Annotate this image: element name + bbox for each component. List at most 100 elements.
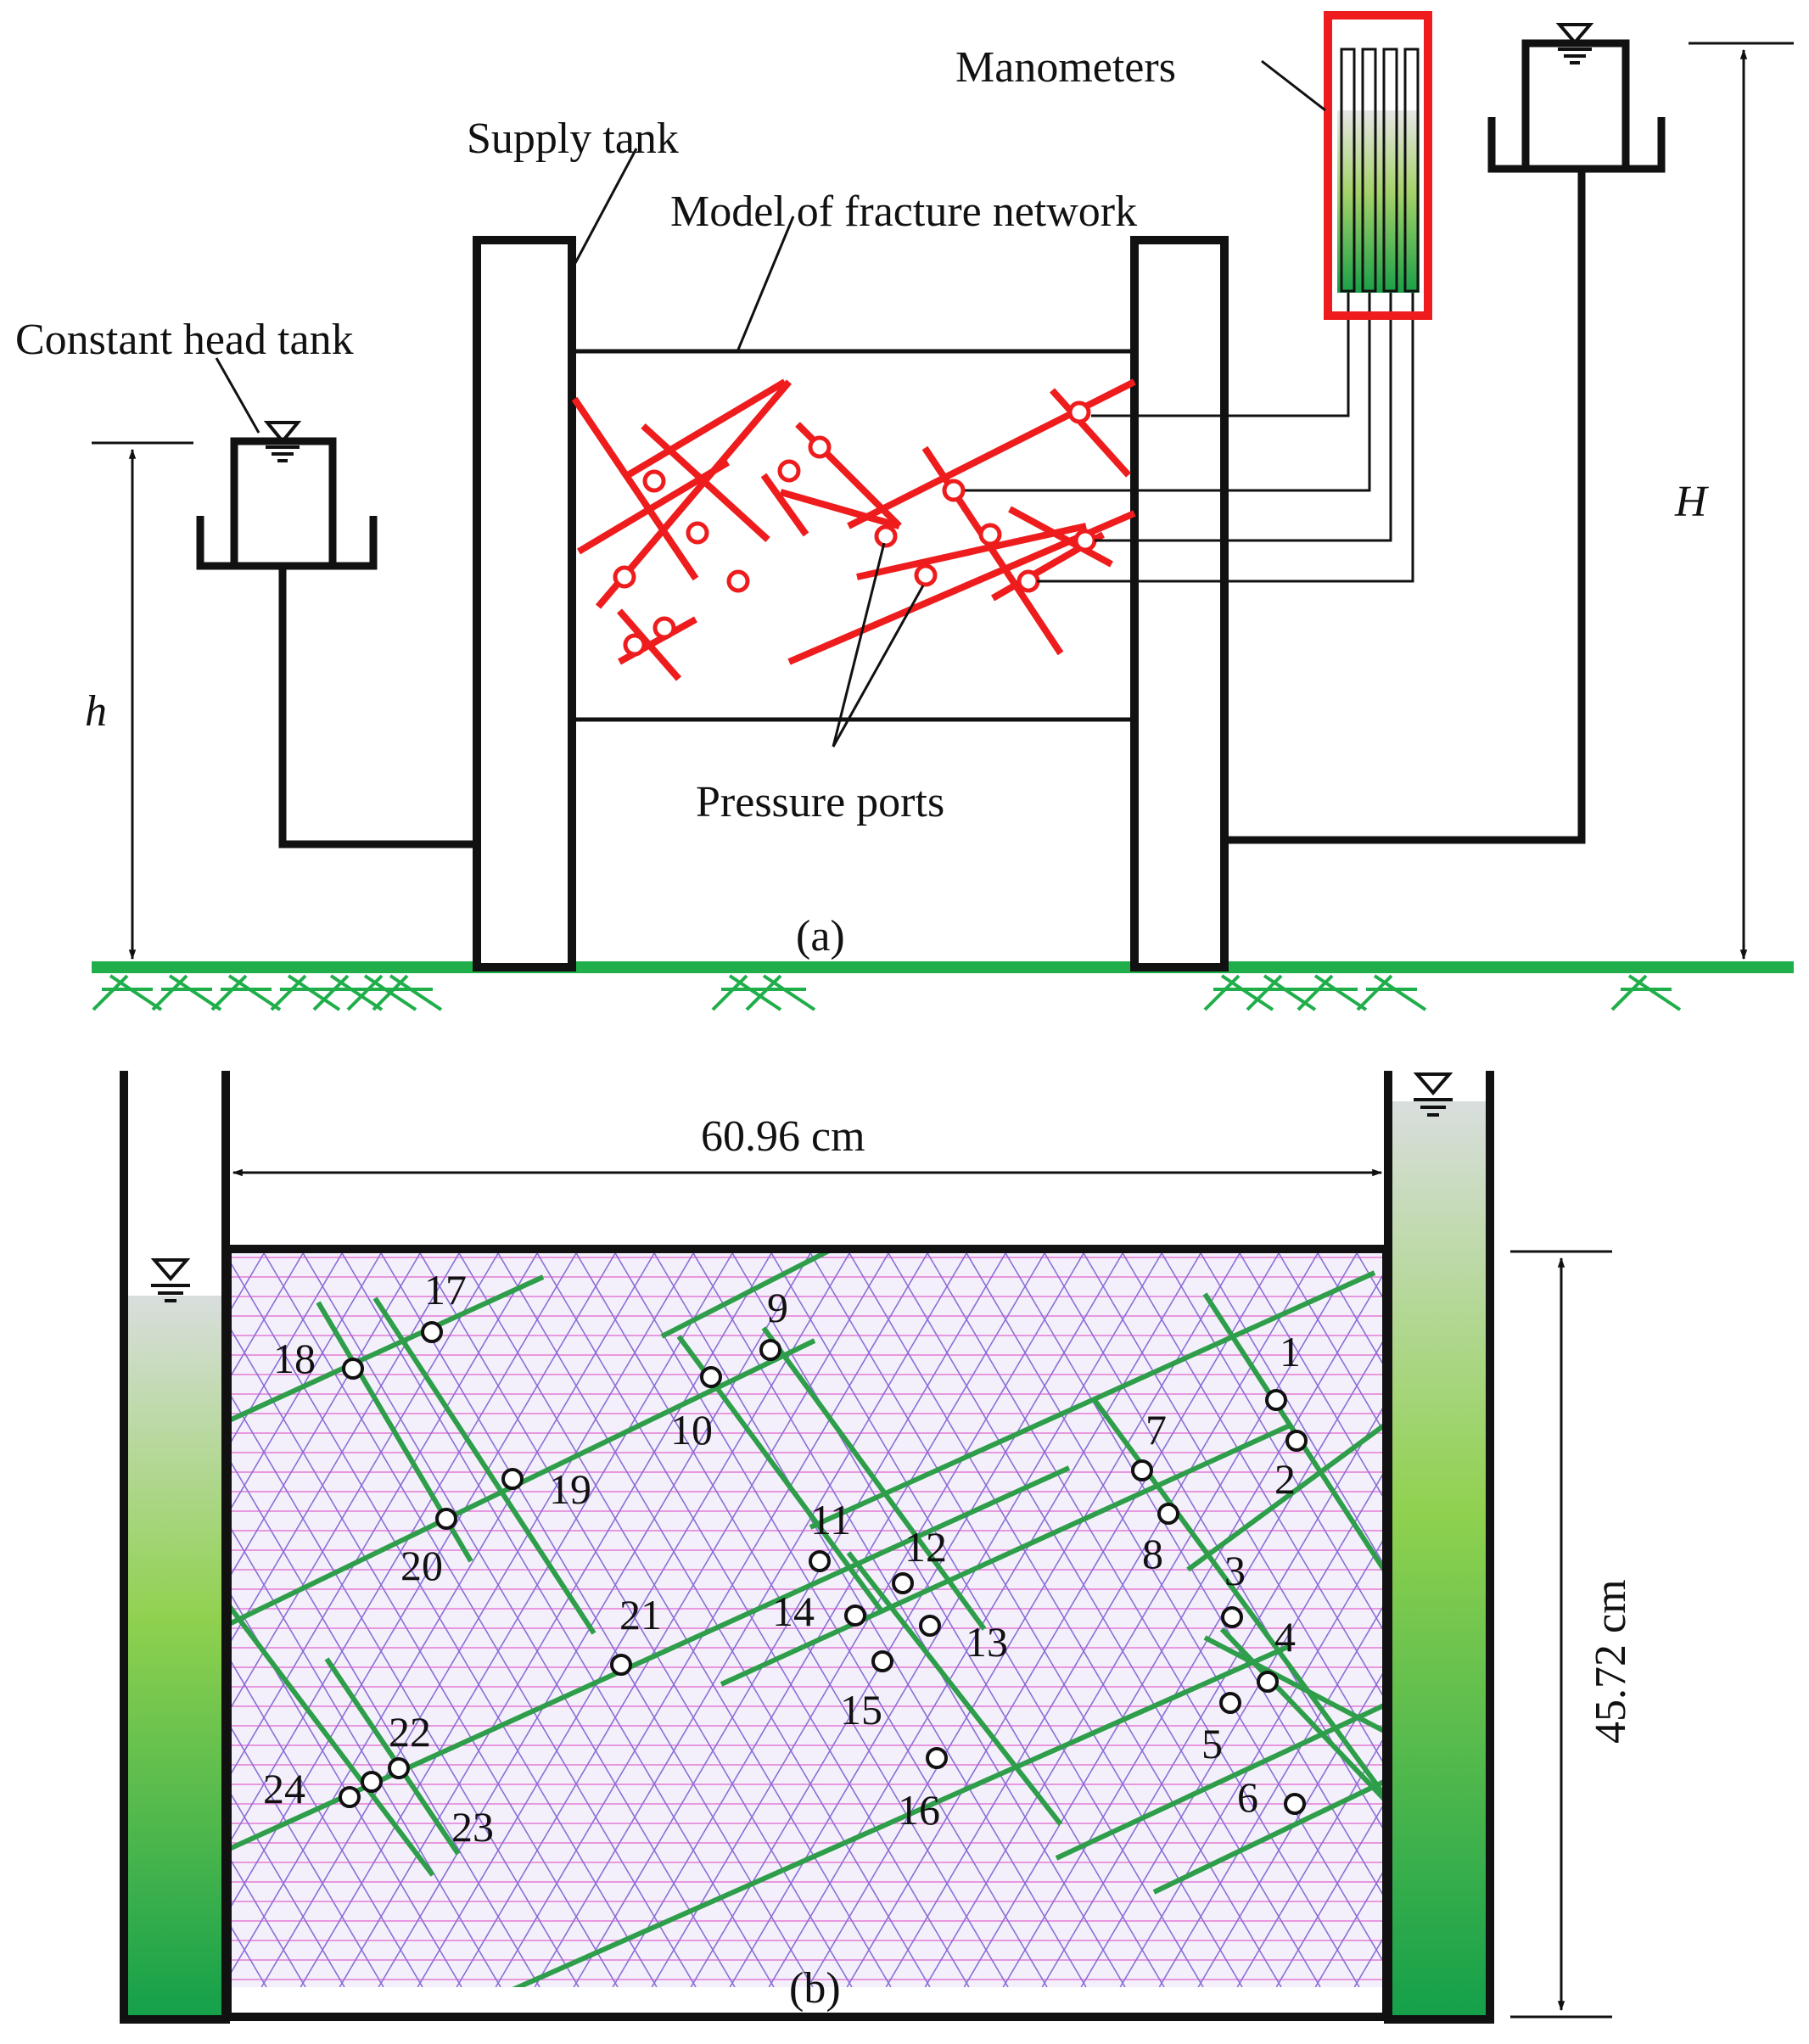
ground-hatch [1297,974,1368,1011]
mesh-line [1471,1249,1809,1987]
port-label-4: 4 [1274,1613,1296,1660]
label-leaders [215,59,1326,434]
mesh-line [227,1720,384,1987]
dimension-H [1689,42,1794,960]
mesh-line [1784,1249,1809,1987]
pressure-port-13 [919,1615,941,1637]
mesh-line [1510,1249,1809,1987]
pressure-port-1 [1265,1389,1287,1411]
pressure-port-12 [892,1572,914,1594]
port-label-18: 18 [273,1335,316,1382]
mesh-line [227,1249,580,1848]
mesh-line [1666,1249,1809,1987]
pressure-port-6 [1284,1793,1306,1815]
panel-a: Manometers Supply tank Model of fracture… [15,11,1794,1011]
pressure-port-7 [1131,1459,1153,1481]
mesh-line [924,1249,1360,1987]
mesh-line [456,1249,892,1987]
port-label-7: 7 [1145,1406,1167,1453]
pressure-port-2 [1285,1430,1308,1452]
port-label-10: 10 [670,1406,713,1453]
mesh-line [1784,1249,1809,1987]
ground-hatch [210,974,282,1011]
pressure-port-20 [435,1508,457,1530]
port-label-20: 20 [400,1542,443,1589]
mesh-line [1002,1338,1384,1987]
mesh-line [1119,1537,1384,1987]
pressure-port-21 [610,1654,632,1676]
mesh-line [1666,1249,1809,1987]
mesh-line [260,1249,697,1987]
mesh-line [1236,1249,1384,1500]
mesh-line [1745,1249,1809,1987]
mesh-line [1197,1249,1384,1566]
port-label-1: 1 [1280,1328,1301,1375]
port-label-24: 24 [263,1765,305,1812]
mesh-line [846,1249,1282,1987]
port-label-17: 17 [424,1266,467,1313]
ground-hatch [1610,974,1682,1011]
model-frame [223,1245,1391,2021]
mesh-line [1275,1802,1384,1987]
mesh-line [768,1249,1204,1987]
port-label-13: 13 [966,1618,1008,1666]
mesh-line [227,1249,345,1450]
ground-hatch [1356,974,1427,1011]
constant-head-tank [196,437,475,848]
pressure-port-9 [759,1339,781,1361]
mesh-line [227,1654,423,1987]
H-label: H [1674,478,1709,526]
mesh-line [1275,1249,1384,1434]
mesh-line [227,1249,540,1782]
mesh-line [1236,1736,1384,1987]
ground-hatch [372,974,443,1011]
pressure-port-3 [1221,1606,1243,1628]
supply-tank-right [1130,236,1229,972]
pressure-port-14 [844,1604,866,1627]
mesh-line [534,1249,970,1987]
mesh-line [1041,1404,1384,1987]
mesh-line [963,1272,1384,1987]
port-label-11: 11 [810,1496,851,1543]
pressure-port-8 [1157,1503,1179,1525]
constant-head-tank-label: Constant head tank [15,316,354,364]
port-label-22: 22 [389,1708,431,1756]
port-label-9: 9 [767,1284,788,1331]
port-label-5: 5 [1201,1720,1223,1767]
manometers [1324,11,1432,320]
pressure-port-15 [871,1650,893,1672]
pressure-port-circles-a [613,400,1097,657]
pressure-ports-label: Pressure ports [696,778,944,826]
ground-hatch [1246,974,1317,1011]
port-label-12: 12 [904,1523,947,1571]
pressure-port-18 [342,1358,364,1380]
dimension-h [92,441,193,960]
port-label-19: 19 [549,1465,591,1513]
port-label-3: 3 [1224,1547,1246,1594]
water-level-icon [1555,23,1594,64]
mesh-line [1627,1249,1809,1987]
ground-hatch [92,974,163,1011]
mesh-line [1197,1670,1384,1987]
mesh-line [227,1786,345,1987]
mesh-line [227,1249,619,1914]
width-label: 60.96 cm [701,1112,865,1161]
mesh-line [378,1249,814,1987]
mesh-line [612,1249,1048,1987]
pressure-port-17 [421,1321,443,1343]
pressure-port-11 [809,1550,831,1572]
mesh-line [227,1853,306,1987]
mesh-line [1510,1249,1809,1987]
right-reservoir [1384,1071,1494,2024]
left-water-level-icon [150,1258,191,1302]
model-box [572,349,1134,722]
dimension-height [1510,1250,1612,2019]
left-reservoir [120,1071,230,2024]
mesh-line [417,1249,853,1987]
manometers-label: Manometers [955,43,1176,92]
mesh-line [1471,1249,1809,1987]
water-level-icon [263,421,302,462]
mesh-line [227,1249,384,1516]
